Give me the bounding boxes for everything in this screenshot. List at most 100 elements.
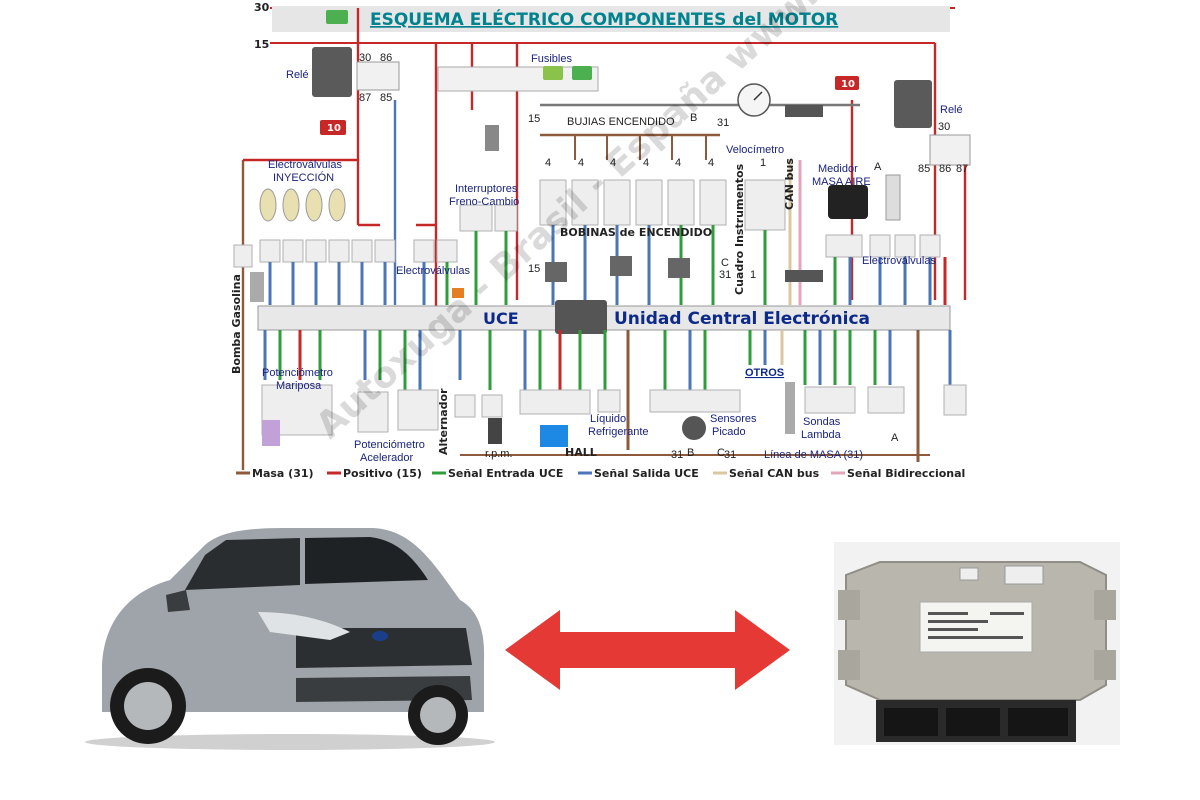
label-potenciometro-mar-1: Potenciómetro: [262, 367, 333, 379]
valve-mid-icon: [452, 288, 464, 298]
label-c-bottom: C: [717, 447, 725, 459]
signal-wires-top: [268, 160, 947, 305]
relay-left-icon: [312, 47, 352, 97]
relay-left-box: [356, 61, 400, 91]
label-1-b: 1: [750, 269, 756, 281]
pin-30a: 30: [359, 52, 371, 64]
label-31-c: 31: [724, 449, 736, 461]
signal-wires-bottom: [263, 330, 952, 462]
label-a-top: A: [874, 161, 882, 173]
label-rpm: r.p.m.: [485, 448, 513, 460]
ecu-short-label: UCE: [483, 309, 519, 328]
maf-sensor-icon: [828, 185, 868, 219]
pin-87a: 87: [359, 92, 371, 104]
label-a-bottom: A: [891, 432, 899, 444]
label-4-e: 4: [675, 157, 681, 169]
label-medidor-1: Medidor: [818, 163, 858, 175]
label-15-mid: 15: [528, 263, 540, 275]
label-bomba: Bomba Gasolina: [230, 274, 243, 374]
label-b-top: B: [690, 112, 697, 124]
injector-icons: [259, 188, 346, 222]
label-otros: OTROS: [745, 367, 784, 379]
legend-label: Señal CAN bus: [729, 467, 820, 480]
fuse-yellow-icon: [543, 66, 563, 80]
valve-right-icon: [885, 174, 901, 221]
pin-87b: 87: [956, 163, 968, 175]
label-31-b: 31: [671, 449, 683, 461]
label-linea-masa: Línea de MASA (31): [764, 449, 863, 461]
fuse-right-label: 10: [841, 79, 855, 90]
label-hall: HALL: [565, 446, 597, 459]
component-boxes-top: [233, 179, 941, 268]
ecu-module-image: [834, 542, 1120, 745]
fuse-right-icon: [835, 76, 859, 90]
title-bar: [272, 6, 950, 32]
fuse-left-icon: [320, 120, 346, 135]
pin-86a: 86: [380, 52, 392, 64]
label-can-bus: CAN bus: [783, 158, 796, 210]
label-4-f: 4: [708, 157, 714, 169]
label-sondas-2: Lambda: [801, 429, 842, 441]
label-liquido-2: Refrigerante: [588, 426, 649, 438]
label-electrovalvulas-mid: Electroválvulas: [396, 265, 470, 277]
can-connector-icon: [785, 105, 823, 117]
label-potenciometro-acel-2: Acelerador: [360, 452, 414, 464]
can-connector-bottom-icon: [785, 270, 823, 282]
title-fuse-icon: [326, 10, 348, 24]
label-electrovalvulas-iny-2: INYECCIÓN: [273, 171, 334, 184]
label-c-mid: C: [721, 257, 729, 269]
label-sondas-1: Sondas: [803, 416, 841, 428]
pin-30b: 30: [938, 121, 950, 133]
label-31-mid: 31: [719, 269, 731, 281]
throttle-icon: [262, 420, 280, 446]
label-31-top: 31: [717, 117, 729, 129]
relay-right-icon: [894, 80, 932, 128]
spark-plug-wires: [574, 135, 707, 160]
rpm-sensor-icon: [488, 418, 502, 444]
component-boxes-bottom: [261, 384, 967, 436]
label-liquido-1: Líquido: [590, 413, 626, 425]
label-alternador: Alternador: [437, 388, 450, 455]
label-4-c: 4: [610, 157, 616, 169]
pin-85b: 85: [918, 163, 930, 175]
bus-15-label: 15: [254, 38, 269, 51]
label-4-d: 4: [643, 157, 649, 169]
label-potenciometro-acel-1: Potenciómetro: [354, 439, 425, 451]
label-4-b: 4: [578, 157, 584, 169]
label-bujias: BUJIAS ENCENDIDO: [567, 116, 675, 128]
bus-30-label: 30: [254, 1, 270, 14]
legend-label: Señal Salida UCE: [594, 467, 699, 480]
coil-icons: [545, 256, 690, 282]
label-sensores-2: Picado: [712, 426, 746, 438]
pin-85a: 85: [380, 92, 392, 104]
fuel-pump-icon: [250, 272, 264, 302]
legend-label: Señal Entrada UCE: [448, 467, 563, 480]
label-1-a: 1: [760, 157, 766, 169]
label-electrovalvulas-iny-1: Electroválvulas: [268, 159, 342, 171]
pin-86b: 86: [939, 163, 951, 175]
double-arrow-icon: [505, 610, 790, 690]
label-b-bottom: B: [687, 447, 694, 459]
label-medidor-2: MASA AIRE: [812, 176, 871, 188]
label-fusibles: Fusibles: [531, 53, 572, 65]
fuse-left-label: 10: [327, 123, 341, 134]
label-rele-right: Relé: [940, 104, 963, 116]
label-interruptores-2: Freno-Cambio: [449, 196, 519, 208]
hall-sensor-icon: [540, 425, 568, 447]
label-potenciometro-mar-2: Mariposa: [276, 380, 322, 392]
legend-label: Masa (31): [252, 467, 314, 480]
fuse-block: [437, 66, 599, 92]
car-image: [85, 528, 495, 750]
legend-label: Señal Bidireccional: [847, 467, 965, 480]
ecu-long-label: Unidad Central Electrónica: [614, 309, 870, 329]
label-bobinas: BOBINAS de ENCENDIDO: [560, 226, 712, 239]
label-cuadro: Cuadro Instrumentos: [733, 163, 746, 295]
diagram-title: ESQUEMA ELÉCTRICO COMPONENTES del MOTOR: [370, 8, 838, 30]
brake-switch-icon: [485, 125, 499, 151]
label-15-top: 15: [528, 113, 540, 125]
knock-sensor-icon: [682, 416, 706, 440]
label-sensores-1: Sensores: [710, 413, 757, 425]
relay-right-box: [929, 134, 971, 166]
